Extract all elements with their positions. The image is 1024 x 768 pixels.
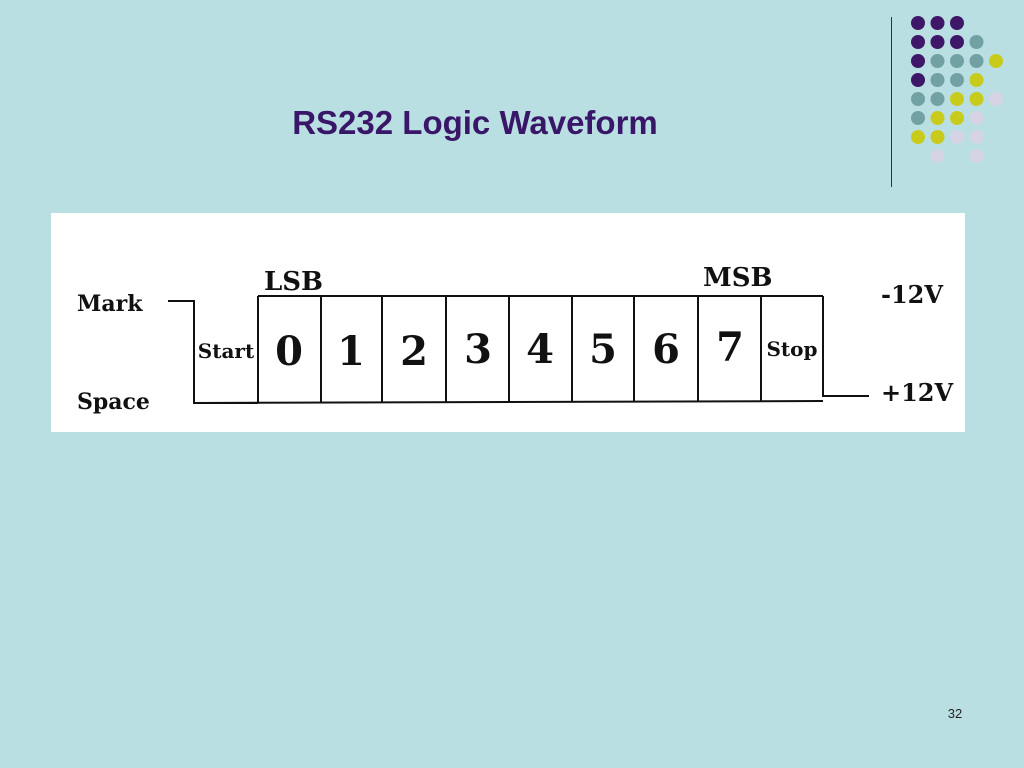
decorative-dot <box>950 73 964 87</box>
decorative-dot <box>969 92 984 106</box>
decorative-dot <box>930 73 945 87</box>
decorative-dot <box>969 73 984 87</box>
bit-7-label: 7 <box>716 324 744 371</box>
decorative-dot <box>989 92 1003 106</box>
decorative-dot <box>969 35 984 49</box>
decorative-dot <box>930 16 945 30</box>
decorative-dot <box>950 92 964 106</box>
decorative-dot <box>950 16 964 30</box>
bit-3-label: 3 <box>464 326 492 373</box>
decorative-dot <box>950 35 964 49</box>
decorative-dot <box>911 111 925 125</box>
decorative-dot <box>911 92 925 106</box>
bit-6-label: 6 <box>652 326 680 373</box>
decorative-dot <box>930 130 945 144</box>
space-label: Space <box>77 389 150 415</box>
decorative-dot <box>911 16 925 30</box>
decorative-dot <box>950 111 964 125</box>
waveform-diagram: Mark Space LSB MSB Start Stop -12V +12V … <box>51 213 965 432</box>
bit-0-label: 0 <box>275 328 303 375</box>
slide-title: RS232 Logic Waveform <box>292 104 658 141</box>
decorative-dot <box>911 130 925 144</box>
decorative-dot <box>911 35 925 49</box>
decorative-dot <box>911 54 925 68</box>
decorative-dot <box>989 54 1003 68</box>
page-number: 32 <box>947 706 963 721</box>
decorative-dot <box>950 54 964 68</box>
decorative-dot <box>969 111 984 125</box>
bit-4-label: 4 <box>526 326 554 373</box>
waveform-stop-edge <box>822 296 869 397</box>
decorative-dot-grid <box>911 16 1003 163</box>
decorative-dot <box>930 35 945 49</box>
mark-voltage-label: -12V <box>881 280 943 309</box>
decorative-dot <box>969 54 984 68</box>
start-label: Start <box>198 339 255 363</box>
decorative-dot <box>969 149 984 163</box>
decorative-dot <box>930 92 945 106</box>
decorative-dot <box>930 149 945 163</box>
space-voltage-label: +12V <box>881 378 954 407</box>
msb-label: MSB <box>703 263 773 293</box>
bit-5-label: 5 <box>589 326 617 373</box>
lsb-label: LSB <box>264 267 323 297</box>
decorative-dot <box>911 73 925 87</box>
decorative-dot <box>930 54 945 68</box>
decorative-vertical-rule <box>891 17 892 187</box>
bit-cell-separators <box>257 296 762 403</box>
mark-label: Mark <box>77 291 143 317</box>
decorative-dot <box>930 111 945 125</box>
bit-2-label: 2 <box>400 328 428 375</box>
bit-1-label: 1 <box>337 328 365 375</box>
decorative-dot <box>969 130 984 144</box>
stop-label: Stop <box>766 337 817 361</box>
decorative-dot <box>950 130 964 144</box>
